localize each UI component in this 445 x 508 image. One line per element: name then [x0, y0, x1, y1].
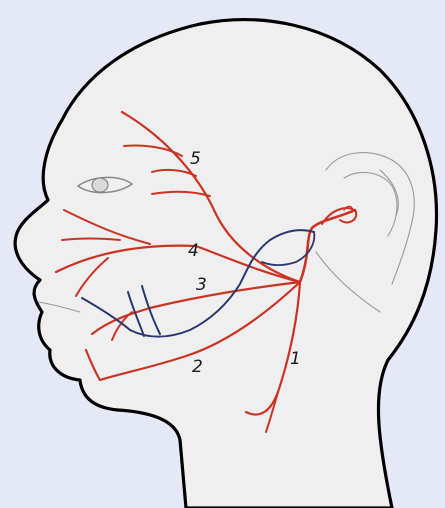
- label-branch-5: 5: [190, 149, 201, 169]
- label-branch-2: 2: [192, 357, 203, 377]
- label-branch-3: 3: [196, 275, 207, 295]
- eye-iris: [92, 178, 108, 192]
- label-branch-4: 4: [188, 241, 199, 261]
- head-silhouette: [15, 20, 436, 508]
- label-branch-1: 1: [290, 349, 301, 369]
